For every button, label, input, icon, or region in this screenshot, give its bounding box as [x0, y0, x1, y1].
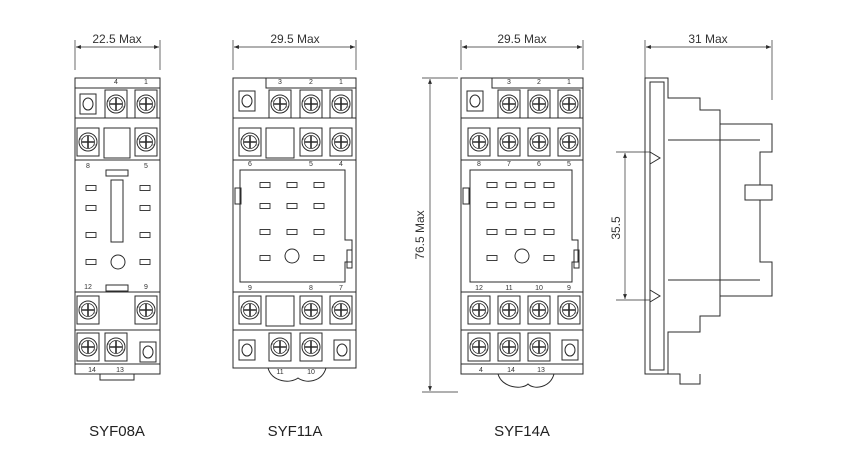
screw-terminal-icon [497, 332, 521, 362]
screw-terminal-icon [557, 127, 581, 157]
syf14a-socket: 29.5 Max 76.5 Max 3 2 1 8 7 6 5 [413, 32, 584, 440]
syf08a-socket: 22.5 Max 4 1 8 5 12 9 [74, 32, 161, 440]
screw-terminal-icon [104, 332, 128, 362]
terminal-number: 5 [309, 161, 313, 168]
screw-terminal-icon [134, 89, 158, 119]
terminal-number: 13 [537, 367, 545, 374]
syf11a-caption: SYF11A [268, 423, 323, 440]
syf14a-height-label: 76.5 Max [413, 210, 427, 259]
screw-terminal-icon [329, 127, 353, 157]
screw-terminal-icon [527, 332, 551, 362]
screw-terminal-icon [467, 127, 491, 157]
syf08a-width-label: 22.5 Max [92, 32, 141, 46]
terminal-number: 9 [248, 285, 252, 292]
screw-terminal-icon [329, 295, 353, 325]
terminal-number: 8 [86, 163, 90, 170]
mounting-hole-icon [238, 339, 256, 361]
screw-terminal-icon [527, 295, 551, 325]
terminal-number: 3 [507, 79, 511, 86]
terminal-number: 8 [477, 161, 481, 168]
screw-terminal-icon [497, 127, 521, 157]
screw-terminal-icon [134, 127, 158, 157]
mounting-hole-icon [79, 93, 97, 115]
syf11a-socket: 29.5 Max 3 2 1 6 5 4 9 8 7 [232, 32, 357, 440]
screw-terminal-icon [238, 127, 262, 157]
screw-terminal-icon [268, 89, 292, 119]
side-view: 31 Max 35.5 [609, 32, 773, 385]
terminal-number: 7 [339, 285, 343, 292]
screw-terminal-icon [238, 295, 262, 325]
terminal-number: 1 [339, 79, 343, 86]
screw-terminal-icon [268, 332, 292, 362]
terminal-number: 6 [248, 161, 252, 168]
terminal-number: 7 [507, 161, 511, 168]
syf11a-width-label: 29.5 Max [270, 32, 319, 46]
mounting-hole-icon [238, 90, 256, 112]
terminal-number: 4 [339, 161, 343, 168]
mounting-hole-icon [466, 90, 484, 112]
terminal-number: 10 [535, 285, 543, 292]
terminal-number: 14 [507, 367, 515, 374]
terminal-number: 14 [88, 367, 96, 374]
screw-terminal-icon [76, 127, 100, 157]
terminal-number: 4 [479, 367, 483, 374]
screw-terminal-icon [299, 332, 323, 362]
terminal-number: 1 [144, 79, 148, 86]
screw-terminal-icon [527, 89, 551, 119]
mounting-hole-icon [561, 339, 579, 361]
screw-terminal-icon [467, 295, 491, 325]
screw-terminal-icon [299, 295, 323, 325]
mounting-hole-icon [333, 339, 351, 361]
screw-terminal-icon [497, 295, 521, 325]
terminal-number: 3 [278, 79, 282, 86]
screw-terminal-icon [134, 295, 158, 325]
terminal-number: 12 [475, 285, 483, 292]
terminal-number: 11 [505, 285, 512, 292]
terminal-number: 9 [567, 285, 571, 292]
screw-terminal-icon [76, 295, 100, 325]
screw-terminal-icon [76, 332, 100, 362]
terminal-number: 5 [567, 161, 571, 168]
terminal-number: 10 [307, 369, 315, 376]
side-depth-label: 31 Max [688, 32, 727, 46]
terminal-number: 9 [144, 284, 148, 291]
screw-terminal-icon [527, 127, 551, 157]
terminal-number: 11 [276, 369, 283, 376]
terminal-number: 8 [309, 285, 313, 292]
syf14a-caption: SYF14A [494, 423, 550, 440]
screw-terminal-icon [497, 89, 521, 119]
screw-terminal-icon [104, 89, 128, 119]
terminal-number: 12 [84, 284, 92, 291]
syf14a-width-label: 29.5 Max [497, 32, 546, 46]
screw-terminal-icon [557, 295, 581, 325]
screw-terminal-icon [299, 127, 323, 157]
terminal-number: 2 [309, 79, 313, 86]
terminal-number: 1 [567, 79, 571, 86]
terminal-number: 6 [537, 161, 541, 168]
screw-terminal-icon [467, 332, 491, 362]
screw-terminal-icon [557, 89, 581, 119]
syf08a-caption: SYF08A [89, 423, 145, 440]
screw-terminal-icon [299, 89, 323, 119]
mounting-hole-icon [139, 341, 157, 363]
terminal-number: 5 [144, 163, 148, 170]
terminal-number: 4 [114, 79, 118, 86]
terminal-number: 13 [116, 367, 124, 374]
terminal-number: 2 [537, 79, 541, 86]
side-rail-label: 35.5 [609, 216, 623, 240]
screw-terminal-icon [329, 89, 353, 119]
